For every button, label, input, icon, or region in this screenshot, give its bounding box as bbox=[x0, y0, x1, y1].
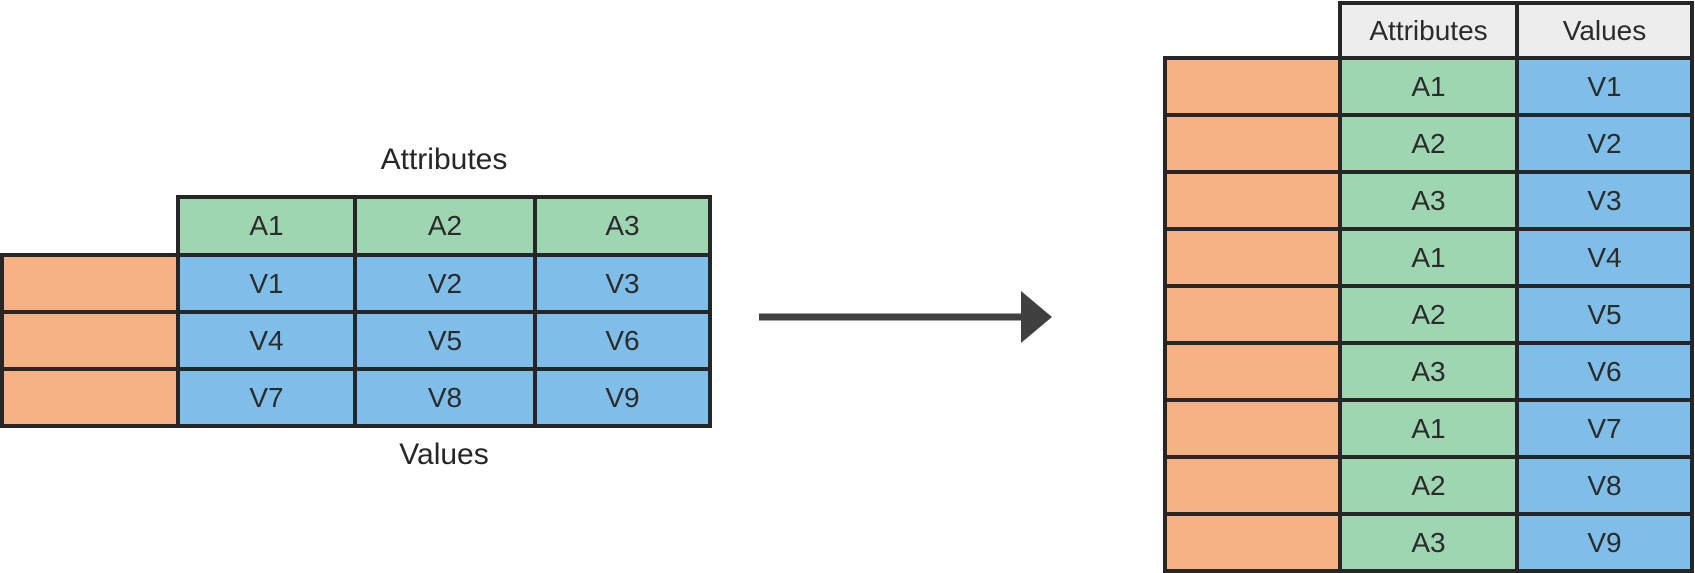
result-key-cell bbox=[1163, 455, 1342, 516]
result-attribute-cell: A2 bbox=[1338, 455, 1519, 516]
source-attribute-header-cell: A1 bbox=[176, 195, 357, 257]
result-attribute-cell: A1 bbox=[1338, 398, 1519, 459]
result-key-cell bbox=[1163, 56, 1342, 117]
result-key-cell bbox=[1163, 170, 1342, 231]
result-value-cell: V9 bbox=[1515, 512, 1694, 573]
result-header-spacer-cell bbox=[1165, 3, 1340, 58]
source-key-cell bbox=[0, 367, 180, 428]
result-value-cell: V5 bbox=[1515, 284, 1694, 345]
source-key-cell bbox=[0, 253, 180, 314]
result-key-cell bbox=[1163, 398, 1342, 459]
source-value-cell: V6 bbox=[533, 310, 712, 371]
source-value-cell: V4 bbox=[176, 310, 357, 371]
result-value-cell: V1 bbox=[1515, 56, 1694, 117]
source-values-label: Values bbox=[399, 438, 489, 471]
source-value-cell: V7 bbox=[176, 367, 357, 428]
result-attribute-cell: A3 bbox=[1338, 170, 1519, 231]
result-attribute-cell: A1 bbox=[1338, 227, 1519, 288]
result-key-cell bbox=[1163, 341, 1342, 402]
result-key-cell bbox=[1163, 512, 1342, 573]
source-attribute-header-cell: A3 bbox=[533, 195, 712, 257]
arrow-head bbox=[1021, 291, 1052, 343]
result-column-header-cell: Values bbox=[1515, 1, 1694, 60]
source-attributes-label: Attributes bbox=[380, 143, 508, 176]
source-value-cell: V9 bbox=[533, 367, 712, 428]
source-value-cell: V1 bbox=[176, 253, 357, 314]
result-key-cell bbox=[1163, 227, 1342, 288]
source-value-cell: V5 bbox=[353, 310, 537, 371]
result-value-cell: V2 bbox=[1515, 113, 1694, 174]
result-value-cell: V3 bbox=[1515, 170, 1694, 231]
result-value-cell: V4 bbox=[1515, 227, 1694, 288]
result-value-cell: V7 bbox=[1515, 398, 1694, 459]
result-attribute-cell: A2 bbox=[1338, 113, 1519, 174]
result-key-cell bbox=[1163, 284, 1342, 345]
result-key-cell bbox=[1163, 113, 1342, 174]
result-value-cell: V8 bbox=[1515, 455, 1694, 516]
right-arrow-icon bbox=[759, 291, 1052, 343]
source-value-cell: V3 bbox=[533, 253, 712, 314]
source-attribute-header-cell: A2 bbox=[353, 195, 537, 257]
source-header-spacer-cell bbox=[2, 197, 178, 255]
result-attribute-cell: A1 bbox=[1338, 56, 1519, 117]
source-value-cell: V2 bbox=[353, 253, 537, 314]
source-key-cell bbox=[0, 310, 180, 371]
result-column-header-cell: Attributes bbox=[1338, 1, 1519, 60]
result-attribute-cell: A2 bbox=[1338, 284, 1519, 345]
result-value-cell: V6 bbox=[1515, 341, 1694, 402]
result-attribute-cell: A3 bbox=[1338, 341, 1519, 402]
result-attribute-cell: A3 bbox=[1338, 512, 1519, 573]
source-value-cell: V8 bbox=[353, 367, 537, 428]
